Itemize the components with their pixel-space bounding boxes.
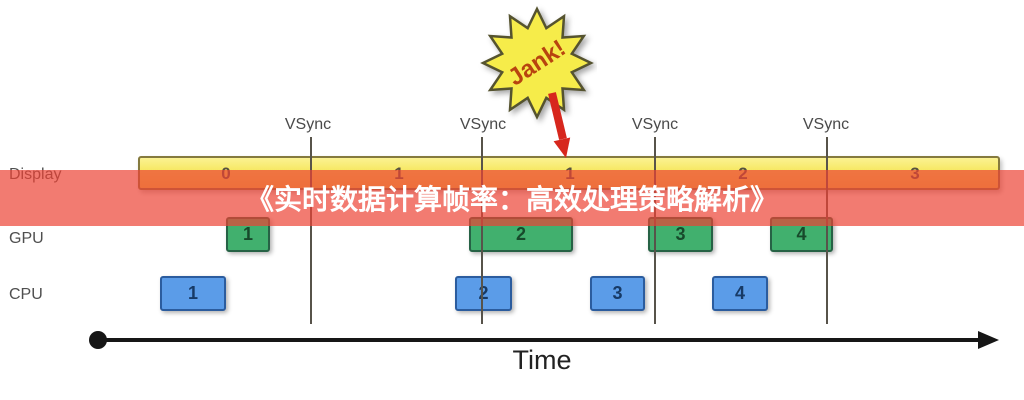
vsync-line-1	[310, 137, 312, 324]
cpu-frame-box-3: 3	[590, 276, 645, 311]
vsync-line-3	[654, 137, 656, 324]
time-axis-arrowhead-icon	[978, 331, 999, 349]
jank-arrow-head-icon	[553, 137, 571, 158]
page-title: 《实时数据计算帧率：高效处理策略解析》	[245, 184, 778, 215]
vsync-label-1: VSync	[284, 116, 332, 133]
time-axis-line	[97, 338, 981, 342]
cpu-row-label: CPU	[9, 286, 43, 303]
cpu-frame-box-1: 1	[160, 276, 226, 311]
vsync-line-2	[481, 137, 483, 324]
vsync-label-3: VSync	[631, 116, 679, 133]
jank-callout: Jank!	[480, 6, 594, 158]
cpu-frame-box-4: 4	[712, 276, 768, 311]
cpu-frame-box-2: 2	[455, 276, 512, 311]
jank-arrow-shaft	[548, 92, 567, 140]
jank-star-icon	[480, 6, 594, 120]
title-overlay-band: 《实时数据计算帧率：高效处理策略解析》	[0, 170, 1024, 226]
time-axis-label: Time	[512, 345, 572, 375]
vsync-label-2: VSync	[459, 116, 507, 133]
vsync-label-4: VSync	[802, 116, 850, 133]
vsync-line-4	[826, 137, 828, 324]
gpu-row-label: GPU	[9, 230, 44, 247]
